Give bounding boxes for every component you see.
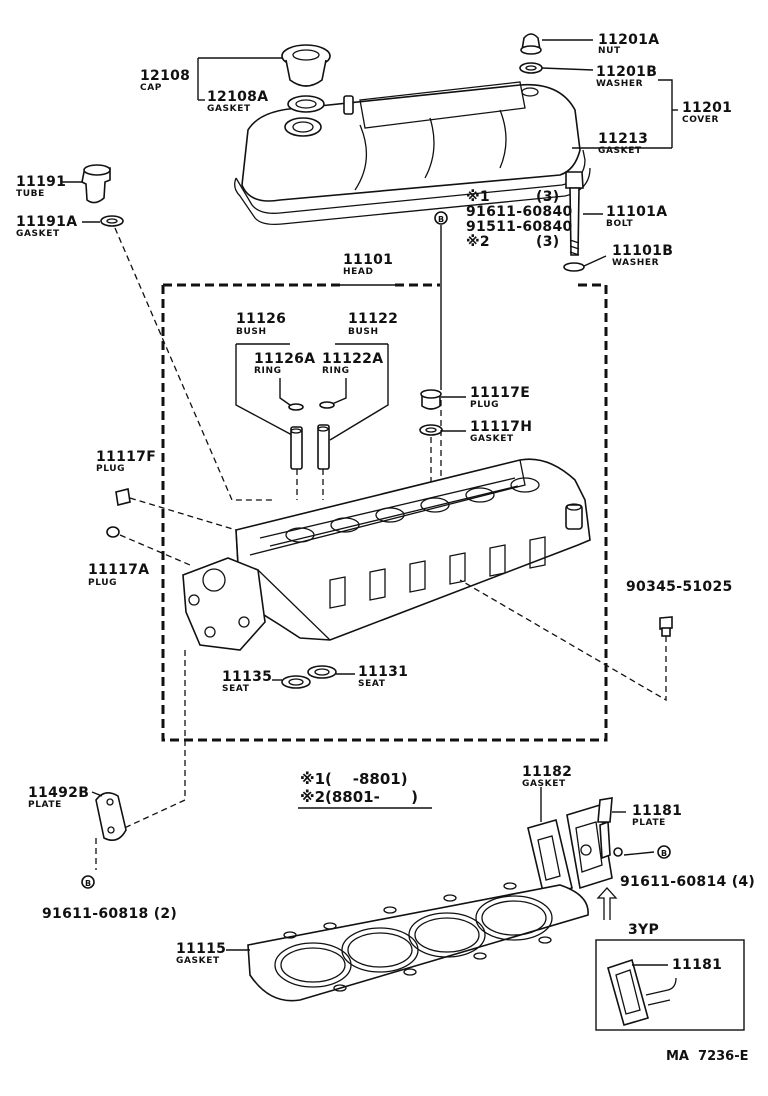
rear-plate-bolt-part-number: 91611-60818 (2) xyxy=(42,906,177,922)
head-gasket-part-number: 11115 xyxy=(176,941,226,957)
ring2-part-number: 11122A xyxy=(322,351,383,367)
seat2-part-number: 11131 xyxy=(358,664,408,680)
inset-3yp xyxy=(595,939,745,1031)
side-plugs xyxy=(106,488,237,566)
cover-callouts xyxy=(197,39,678,149)
plug-e-gasket-h xyxy=(419,389,466,495)
cover-part-name: COVER xyxy=(682,115,719,125)
oil-cap xyxy=(281,44,331,113)
tube-gasket-part-number: 11191A xyxy=(16,214,77,230)
engine-code-label: 3YP xyxy=(628,922,659,938)
date-legend: ※1( -8801) ※2(8801- ) xyxy=(298,770,432,809)
cap-gasket-part-name: GASKET xyxy=(207,104,251,114)
b-bolt-marker: B xyxy=(434,211,448,390)
tube-gasket-part-name: GASKET xyxy=(16,229,60,239)
plug-e-part-number: 11117E xyxy=(470,385,530,401)
bolt-part-number: 11101A xyxy=(606,204,667,220)
bush2-part-name: BUSH xyxy=(348,327,379,337)
legend-line-2: ※2(8801- ) xyxy=(300,788,418,806)
tube-part-number: 11191 xyxy=(16,174,66,190)
note2-qty: (3) xyxy=(536,234,559,250)
cover-gasket-part-name: GASKET xyxy=(598,146,642,156)
bolt-alt2-part-number: 91511-60840 xyxy=(466,219,573,235)
bolt-part-name: BOLT xyxy=(606,219,634,229)
water-outlet-plate: B xyxy=(527,787,671,920)
plug-f-part-name: PLUG xyxy=(96,464,125,474)
valve-cover xyxy=(234,81,591,226)
head-part-number: 11101 xyxy=(343,252,393,268)
plug-a-part-number: 11117A xyxy=(88,562,149,578)
b-mark-label: B xyxy=(438,215,444,224)
cover-nut xyxy=(519,33,543,74)
head-bolt xyxy=(563,171,607,272)
rear-plate: B xyxy=(81,650,186,889)
gasket-h-part-name: GASKET xyxy=(470,434,514,444)
washer-part-number: 11201B xyxy=(596,64,657,80)
bolt-90345 xyxy=(459,579,673,702)
legend-line-1: ※1( -8801) xyxy=(300,770,408,788)
ring1-part-name: RING xyxy=(254,366,282,376)
head-part-name: HEAD xyxy=(343,267,374,277)
inset-part-number: 11181 xyxy=(672,957,722,973)
rear-plate-part-number: 11492B xyxy=(28,785,89,801)
cap-part-name: CAP xyxy=(140,83,162,93)
plug-a-part-name: PLUG xyxy=(88,578,117,588)
valve-guide-bushes xyxy=(235,343,389,500)
note1-qty: (3) xyxy=(536,189,559,205)
bolt-90345-part-number: 90345-51025 xyxy=(626,579,733,595)
plug-f-part-number: 11117F xyxy=(96,449,156,465)
cap-part-number: 12108 xyxy=(140,68,190,84)
drawing-code: MA 7236-E xyxy=(666,1049,749,1064)
rear-plate-part-name: PLATE xyxy=(28,800,62,810)
nut-part-name: NUT xyxy=(598,46,621,56)
note2-mark: ※2 xyxy=(466,234,490,250)
bush1-part-number: 11126 xyxy=(236,311,286,327)
plug-e-part-name: PLUG xyxy=(470,400,499,410)
tube-part-name: TUBE xyxy=(16,189,45,199)
ring1-part-number: 11126A xyxy=(254,351,315,367)
cap-gasket-part-number: 12108A xyxy=(207,89,268,105)
bush1-part-name: BUSH xyxy=(236,327,267,337)
water-plate-bolt-part-number: 91611-60814 (4) xyxy=(620,874,755,890)
bush2-part-number: 11122 xyxy=(348,311,398,327)
cover-gasket-part-number: 11213 xyxy=(598,131,648,147)
cover-part-number: 11201 xyxy=(682,100,732,116)
water-plate-part-name: PLATE xyxy=(632,818,666,828)
water-gasket-part-number: 11182 xyxy=(522,764,572,780)
bolt-alt1-part-number: 91611-60840 xyxy=(466,204,573,220)
b-mark-label-2: B xyxy=(85,879,91,888)
valve-seats xyxy=(272,665,355,689)
head-gasket xyxy=(226,882,589,1002)
tube-part xyxy=(62,164,275,501)
water-plate-part-number: 11181 xyxy=(632,803,682,819)
ring2-part-name: RING xyxy=(322,366,350,376)
bolt-washer-part-number: 11101B xyxy=(612,243,673,259)
gasket-h-part-number: 11117H xyxy=(470,419,532,435)
note1-mark: ※1 xyxy=(466,189,490,205)
head-gasket-part-name: GASKET xyxy=(176,956,220,966)
seat2-part-name: SEAT xyxy=(358,679,386,689)
washer-part-name: WASHER xyxy=(596,79,643,89)
bolt-washer-part-name: WASHER xyxy=(612,258,659,268)
head-assembly-boundary xyxy=(161,283,608,742)
b-mark-label-3: B xyxy=(661,849,667,858)
cylinder-head xyxy=(182,458,591,651)
seat1-part-name: SEAT xyxy=(222,684,250,694)
water-gasket-part-name: GASKET xyxy=(522,779,566,789)
seat1-part-number: 11135 xyxy=(222,669,272,685)
nut-part-number: 11201A xyxy=(598,32,659,48)
